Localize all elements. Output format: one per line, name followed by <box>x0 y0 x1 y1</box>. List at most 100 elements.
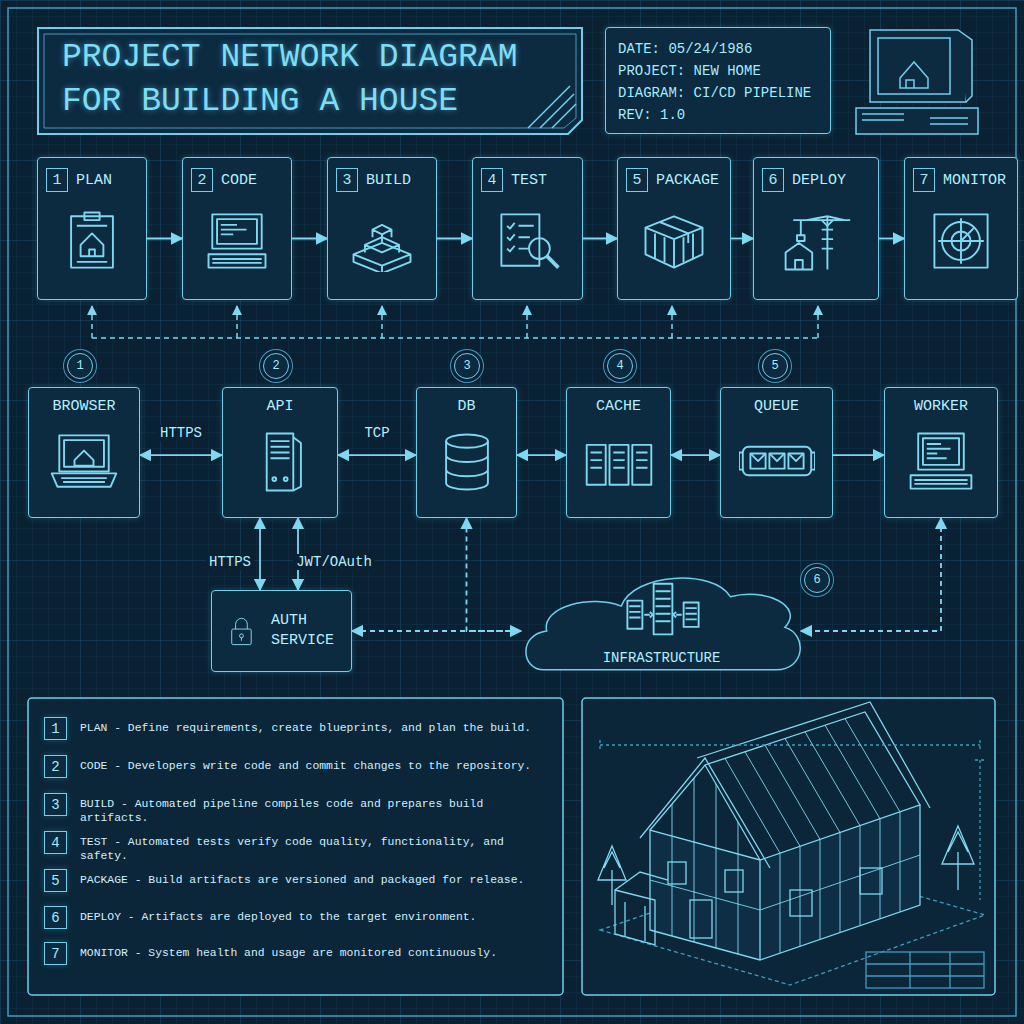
step-number: 6 <box>44 906 67 929</box>
process-box: 6DEPLOY <box>753 157 879 300</box>
callout-circle: 5 <box>762 353 788 379</box>
process-box: 7 MONITOR <box>904 157 1018 300</box>
callout-circle: 4 <box>607 353 633 379</box>
callout-number: 3 <box>463 359 470 373</box>
callout-number: 2 <box>272 359 279 373</box>
info-line: REV: 1.0 <box>618 104 818 126</box>
connector <box>879 238 904 240</box>
process-box: 2 CODE <box>182 157 292 300</box>
step-number: 6 <box>762 168 784 192</box>
component-label: API <box>229 398 331 415</box>
connector <box>671 454 720 456</box>
diagram-title: PROJECT NETWORK DIAGRAM FOR BUILDING A H… <box>62 36 562 124</box>
component-label: WORKER <box>891 398 991 415</box>
edge-label: HTTPS <box>206 554 254 570</box>
cloud-label: INFRASTRUCTURE <box>518 650 805 666</box>
dashed-connector <box>467 518 522 631</box>
step-number: 4 <box>51 835 59 851</box>
component-label: QUEUE <box>727 398 826 415</box>
edge-label: HTTPS <box>157 425 205 441</box>
step-number: 1 <box>44 717 67 740</box>
step-number: 7 <box>51 946 59 962</box>
connector <box>833 454 884 456</box>
step-number: 7 <box>44 942 67 965</box>
component-box: WORKER <box>884 387 998 518</box>
info-box: DATE: 05/24/1986PROJECT: NEW HOMEDIAGRAM… <box>605 27 831 134</box>
connector <box>140 454 222 456</box>
lock-icon <box>222 611 261 651</box>
callout-number: 5 <box>771 359 778 373</box>
edge-label: JWT/OAuth <box>293 554 375 570</box>
component-label: BROWSER <box>35 398 133 415</box>
step-header: 7 MONITOR <box>913 168 1006 192</box>
step-description: PACKAGE - Build artifacts are versioned … <box>80 873 558 887</box>
worker-icon <box>903 431 979 493</box>
step-number: 7 <box>913 168 935 192</box>
step-label: PACKAGE <box>656 172 719 189</box>
step-number: 2 <box>191 168 213 192</box>
step-number: 3 <box>44 793 67 816</box>
db-icon <box>429 431 505 493</box>
step-label: PLAN <box>76 172 112 189</box>
step-label: BUILD <box>366 172 411 189</box>
component-label: DB <box>423 398 510 415</box>
connector <box>517 454 566 456</box>
step-number: 2 <box>51 759 59 775</box>
dashed-connector <box>352 630 521 632</box>
step-number: 4 <box>44 831 67 854</box>
component-label: AUTH SERVICE <box>271 611 341 651</box>
step-number: 2 <box>44 755 67 778</box>
connector <box>583 238 617 240</box>
step-label: TEST <box>511 172 547 189</box>
step-header: 5 PACKAGE <box>626 168 719 192</box>
step-number: 3 <box>51 797 59 813</box>
callout-circle: 6 <box>804 567 830 593</box>
step-header: 6DEPLOY <box>762 168 846 192</box>
connector <box>731 238 753 240</box>
component-box: DB <box>416 387 517 518</box>
pkg-icon <box>636 210 712 272</box>
step-number: 5 <box>44 869 67 892</box>
step-header: 1PLAN <box>46 168 112 192</box>
process-box: 5 PACKAGE <box>617 157 731 300</box>
component-box: AUTH SERVICE <box>211 590 352 672</box>
info-line: DIAGRAM: CI/CD PIPELINE <box>618 82 818 104</box>
test-icon <box>490 210 566 272</box>
component-box: BROWSER <box>28 387 140 518</box>
servers-icon <box>598 580 728 640</box>
step-number: 6 <box>51 910 59 926</box>
step-header: 3BUILD <box>336 168 411 192</box>
deploy-icon <box>778 210 854 272</box>
monitor-icon <box>923 210 999 272</box>
cache-icon <box>581 431 657 493</box>
step-description: PLAN - Define requirements, create bluep… <box>80 721 558 735</box>
code-icon <box>199 210 275 272</box>
step-label: MONITOR <box>943 172 1006 189</box>
edge-label: TCP <box>361 425 392 441</box>
callout-circle: 1 <box>67 353 93 379</box>
connector <box>259 518 261 590</box>
callout-circle: 3 <box>454 353 480 379</box>
callout-number: 6 <box>813 573 820 587</box>
callout-circle: 2 <box>263 353 289 379</box>
connector <box>292 238 327 240</box>
connector <box>437 238 472 240</box>
process-box: 1PLAN <box>37 157 147 300</box>
plan-icon <box>54 210 130 272</box>
step-number: 5 <box>51 873 59 889</box>
component-box: QUEUE <box>720 387 833 518</box>
cloud-shape: INFRASTRUCTURE <box>518 566 805 684</box>
step-description: BUILD - Automated pipeline compiles code… <box>80 797 558 825</box>
info-line: PROJECT: NEW HOME <box>618 60 818 82</box>
step-number: 5 <box>626 168 648 192</box>
info-line: DATE: 05/24/1986 <box>618 38 818 60</box>
process-box: 3BUILD <box>327 157 437 300</box>
browser-icon <box>46 431 122 493</box>
process-box: 4TEST <box>472 157 583 300</box>
step-label: CODE <box>221 172 257 189</box>
build-icon <box>344 210 420 272</box>
step-number: 1 <box>51 721 59 737</box>
connector <box>147 238 182 240</box>
connector <box>338 454 416 456</box>
